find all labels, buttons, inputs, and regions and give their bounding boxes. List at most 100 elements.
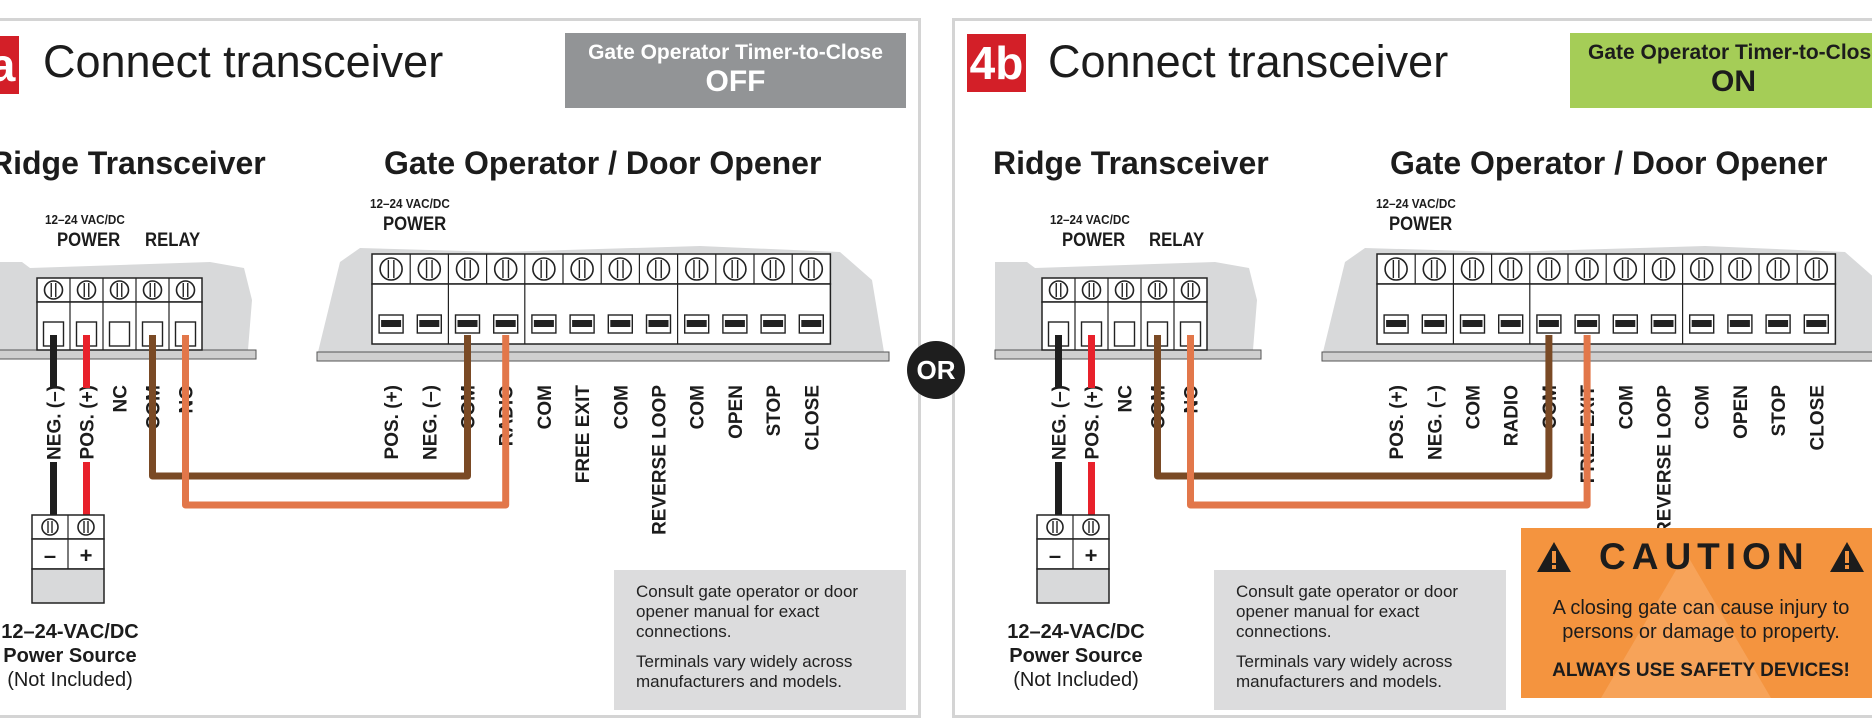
screw-icon: [608, 257, 633, 281]
wire-brown: [1154, 335, 1553, 480]
screw-icon: [1082, 518, 1100, 536]
plus-sign: +: [1085, 543, 1098, 568]
tx-relay-label: RELAY: [145, 230, 201, 251]
timer-label: Gate Operator Timer-to-Close: [588, 41, 883, 65]
op-terminal-label: STOP: [1769, 385, 1790, 437]
connection-note: Consult gate operator or door opener man…: [614, 570, 906, 710]
screw-icon: [76, 280, 97, 300]
screw-icon: [1384, 257, 1408, 281]
op-terminal-label: COM: [1616, 385, 1637, 429]
op-terminal-label: FREE EXIT: [573, 385, 594, 484]
warning-triangle-icon: [1537, 542, 1571, 572]
transceiver-heading: Ridge Transceiver: [0, 145, 266, 181]
op-terminal-label: COM: [611, 385, 632, 429]
op-clamp-slot: [1768, 320, 1789, 327]
op-clamp-slot: [724, 320, 745, 327]
power-source-label: 12–24-VAC/DC Power Source (Not Included): [986, 620, 1166, 692]
screw-icon: [109, 280, 130, 300]
power-source-line-2: Power Source: [1009, 645, 1143, 667]
tx-terminal-label: POS. (+): [78, 385, 99, 459]
op-terminal-label: REVERSE LOOP: [1655, 385, 1676, 535]
tx-clamp: [108, 321, 131, 347]
warning-triangle-icon: [1829, 542, 1864, 572]
screw-icon: [799, 257, 824, 281]
power-source-line-3: (Not Included): [1013, 669, 1139, 691]
op-terminal-label: COM: [1464, 385, 1485, 429]
tx-terminal-label: NEG. (–): [1050, 385, 1071, 460]
op-terminal-label: RADIO: [1502, 385, 1523, 446]
op-clamp-slot: [1424, 320, 1445, 327]
screw-icon: [142, 280, 163, 300]
op-clamp-slot: [686, 320, 707, 327]
op-voltage-label: 12–24 VAC/DC: [370, 196, 450, 211]
screw-icon: [1537, 257, 1561, 281]
note-line-2: Terminals vary widely across manufacture…: [636, 652, 853, 692]
screw-icon: [417, 257, 442, 281]
tx-power-label: POWER: [1062, 230, 1126, 251]
op-terminal-label: OPEN: [726, 385, 747, 439]
step-badge-b: 4b: [967, 34, 1026, 92]
tx-terminal-label: POS. (+): [1083, 385, 1104, 459]
screw-icon: [1114, 280, 1135, 300]
timer-status-off: Gate Operator Timer-to-Close OFF: [565, 33, 906, 108]
op-clamp-slot: [1577, 320, 1598, 327]
panel-a-title: Connect transceiver: [43, 36, 444, 87]
op-terminal-row: [371, 283, 832, 345]
minus-sign: –: [1049, 543, 1061, 568]
screw-icon: [379, 257, 403, 281]
op-terminal-label: OPEN: [1731, 385, 1752, 439]
op-terminal-label: REVERSE LOOP: [650, 385, 671, 535]
transceiver-base: [0, 349, 257, 360]
tx-terminal-label: NC: [111, 385, 132, 413]
op-terminal-label: CLOSE: [1807, 385, 1828, 450]
screw-icon: [1422, 257, 1447, 281]
screw-icon: [761, 257, 785, 281]
caution-warning: ALWAYS USE SAFETY DEVICES!: [1552, 660, 1850, 681]
op-clamp-slot: [763, 320, 784, 327]
op-power-label: POWER: [383, 214, 447, 235]
note-line-1: Consult gate operator or door opener man…: [1236, 582, 1459, 642]
wire-orange: [1187, 335, 1591, 509]
connection-note: Consult gate operator or door opener man…: [1214, 570, 1506, 710]
operator-base: [316, 351, 890, 362]
op-terminal-label: COM: [1693, 385, 1714, 429]
transceiver-base: [994, 349, 1262, 360]
step-badge-a: a: [0, 36, 19, 94]
screw-icon: [1689, 257, 1714, 281]
op-terminal-label: NEG. (–): [420, 385, 441, 460]
op-clamp-slot: [495, 320, 516, 327]
op-terminal-label: POS. (+): [1387, 385, 1408, 459]
op-clamp-slot: [1462, 320, 1483, 327]
screw-icon: [77, 518, 95, 536]
op-terminal-label: NEG. (–): [1425, 385, 1446, 460]
screw-icon: [1460, 257, 1485, 281]
screw-icon: [684, 257, 709, 281]
op-clamp-slot: [610, 320, 631, 327]
op-clamp-slot: [801, 320, 822, 327]
op-terminal-label: STOP: [764, 385, 785, 437]
screw-icon: [1766, 257, 1790, 281]
op-terminal-row: [1376, 283, 1837, 345]
screw-icon: [1048, 280, 1069, 300]
minus-sign: –: [44, 543, 56, 568]
wire-orange: [182, 335, 510, 509]
screw-icon: [1651, 257, 1676, 281]
caution-message: A closing gate can cause injury to perso…: [1552, 597, 1850, 643]
wire-brown: [149, 335, 471, 480]
op-clamp-slot: [1615, 320, 1636, 327]
op-clamp-slot: [572, 320, 593, 327]
caution-watermark: [1601, 553, 1771, 698]
tx-voltage-label: 12–24 VAC/DC: [45, 212, 125, 227]
op-voltage-label: 12–24 VAC/DC: [1376, 196, 1456, 211]
plus-sign: +: [80, 543, 93, 568]
op-clamp-slot: [1691, 320, 1712, 327]
screw-icon: [493, 257, 518, 281]
power-source-line-3: (Not Included): [7, 669, 133, 691]
tx-terminal-label: NEG. (–): [45, 385, 66, 460]
screw-icon: [41, 518, 59, 536]
op-terminal-label: COM: [535, 385, 556, 429]
tx-clamp: [1113, 321, 1136, 347]
op-clamp-slot: [1538, 320, 1559, 327]
power-source-line-2: Power Source: [3, 645, 137, 667]
